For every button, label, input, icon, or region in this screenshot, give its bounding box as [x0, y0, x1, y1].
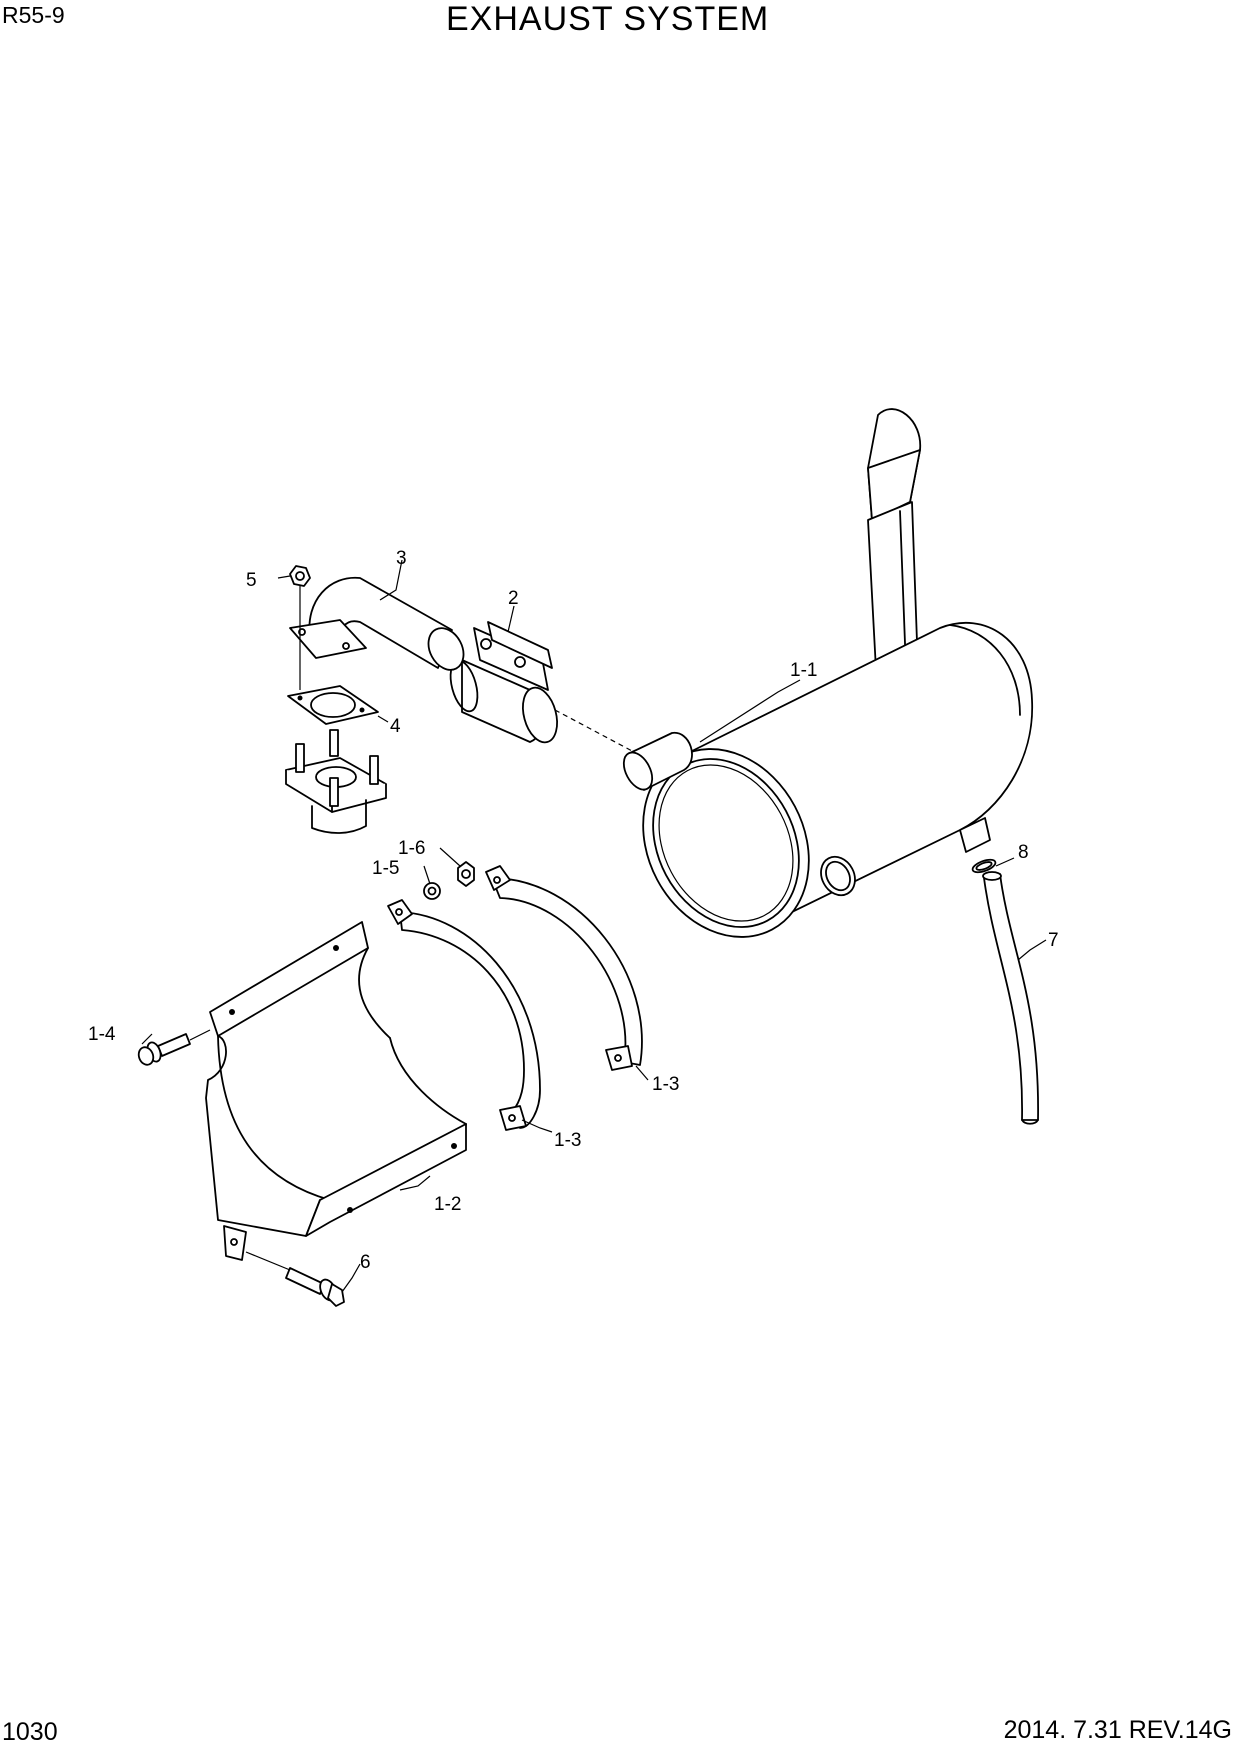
muffler-part — [554, 408, 1033, 938]
callout-1-1: 1-1 — [790, 660, 817, 681]
band-rear-part — [485, 865, 643, 1071]
page-number: 1030 — [2, 1718, 58, 1746]
callout-1-5: 1-5 — [372, 858, 399, 879]
engine-flange — [285, 729, 387, 834]
gasket-part — [287, 685, 379, 725]
muffler-cover-part — [205, 921, 467, 1261]
callout-8: 8 — [1018, 842, 1029, 863]
callout-5: 5 — [246, 570, 257, 591]
hose-clamp-part — [971, 858, 997, 874]
leader-lines — [141, 559, 1047, 1293]
page-title: EXHAUST SYSTEM — [446, 0, 770, 38]
callout-1-4: 1-4 — [88, 1024, 116, 1045]
callout-1-3-rear: 1-3 — [652, 1074, 679, 1095]
callout-4: 4 — [390, 716, 401, 737]
nut-part — [457, 861, 475, 887]
drain-hose-part — [982, 871, 1039, 1125]
callout-6: 6 — [360, 1252, 371, 1273]
callout-7: 7 — [1048, 930, 1059, 951]
callout-labels: 1-1 1-2 1-3 1-3 1-4 1-5 1-6 2 3 4 5 6 7 … — [88, 548, 1059, 1273]
flange-nut-part — [289, 565, 311, 690]
bottom-bolt-part — [245, 1251, 345, 1307]
clamp-part — [449, 621, 558, 744]
callout-1-2: 1-2 — [434, 1194, 461, 1215]
callout-1-3-front: 1-3 — [554, 1130, 581, 1151]
callout-1-6: 1-6 — [398, 838, 425, 859]
cover-bolt-part — [137, 1029, 211, 1066]
exhaust-pipe-part — [289, 576, 465, 671]
revision-date: 2014. 7.31 REV.14G — [1003, 1716, 1232, 1744]
callout-3: 3 — [396, 548, 407, 569]
callout-2: 2 — [508, 588, 519, 609]
washer-part — [423, 882, 441, 900]
band-front-part — [387, 899, 541, 1131]
model-code: R55-9 — [2, 2, 65, 28]
